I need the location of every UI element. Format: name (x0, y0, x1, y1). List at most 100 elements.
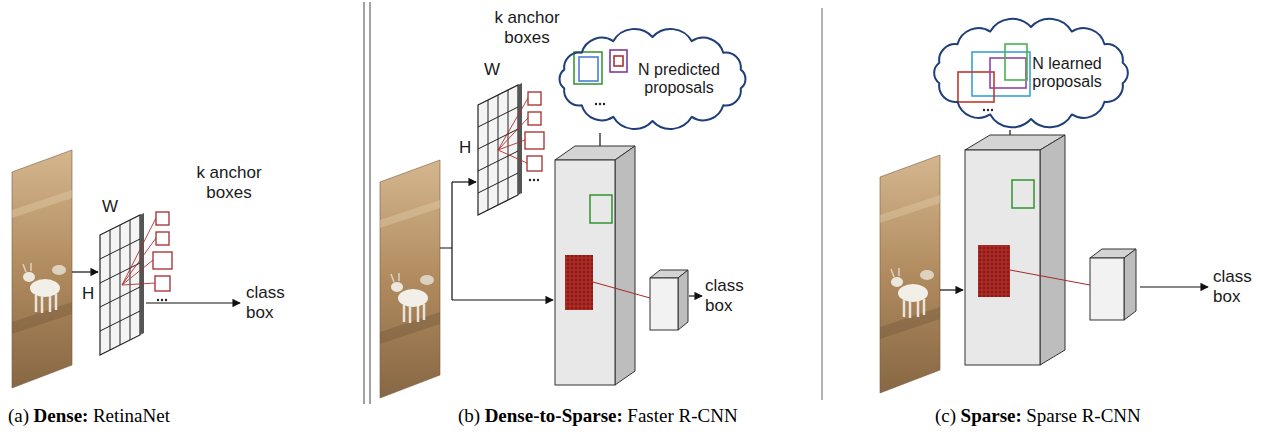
roi-block (1040, 135, 1065, 365)
head-block (678, 270, 688, 330)
arrow (72, 272, 240, 303)
input-image (12, 150, 72, 388)
arrow (940, 287, 1208, 290)
proposal-boxes (603, 103, 605, 105)
feature-grid (140, 213, 144, 335)
anchor-boxes (529, 179, 531, 181)
arrow (72, 271, 98, 272)
anchor-boxes (165, 299, 167, 301)
proposal-boxes (990, 58, 1026, 88)
anchor-boxes (525, 132, 544, 149)
roi-block (965, 130, 1090, 365)
head-block (1124, 249, 1136, 320)
anchor-boxes (498, 98, 528, 163)
arrow (1140, 286, 1208, 287)
arrow (440, 182, 452, 300)
roi-block (555, 160, 615, 385)
caption-part: RetinaNet (93, 405, 170, 427)
cloud-outline (925, 16, 1137, 130)
proposal-cloud: N predicted proposals (550, 26, 755, 132)
anchor-boxes (498, 92, 544, 181)
caption-part: Sparse: (961, 405, 1022, 427)
anchor-label: k anchor boxes (488, 8, 566, 47)
roi-block (615, 146, 635, 385)
anchor-boxes (528, 112, 541, 125)
anchor-boxes (153, 252, 172, 269)
head-block (1090, 258, 1124, 320)
anchor-boxes (155, 276, 170, 291)
proposal-boxes (983, 109, 985, 111)
caption-part: Sparse R-CNN (1026, 405, 1141, 427)
proposal-cloud: N learned proposals (925, 16, 1137, 130)
caption-part: (c) (935, 405, 956, 427)
input-image (12, 150, 72, 388)
arrow (452, 181, 476, 182)
roi-block (593, 282, 650, 298)
proposal-boxes (599, 103, 601, 105)
proposal-boxes (958, 44, 1030, 111)
roi-block (978, 245, 1010, 297)
proposal-boxes (595, 103, 597, 105)
roi-block (590, 195, 612, 223)
anchor-boxes (122, 212, 172, 301)
caption: (a)Dense:RetinaNet (8, 405, 170, 427)
roi-block (565, 255, 593, 310)
anchor-boxes (156, 212, 169, 225)
caption-part: Dense: (34, 405, 89, 427)
anchor-boxes (161, 299, 163, 301)
head-block (1090, 249, 1136, 320)
arrow (146, 302, 240, 303)
head-block (650, 278, 678, 330)
feature-grid (518, 83, 522, 195)
head-block (650, 270, 688, 330)
axis-letter: W (484, 60, 500, 80)
arrow (940, 289, 963, 290)
axis-letter: H (82, 284, 94, 304)
proposal-boxes (614, 56, 623, 66)
roi-block (1012, 180, 1034, 208)
cloud-outline (934, 19, 1128, 127)
feature-grid (100, 220, 140, 350)
anchor-boxes (528, 92, 541, 105)
cloud-outline (560, 29, 746, 129)
proposal-boxes (958, 72, 994, 102)
roi-block (965, 150, 1040, 365)
arrow (440, 182, 702, 300)
anchor-boxes (156, 232, 169, 245)
anchor-boxes (537, 179, 539, 181)
cloud-label: N predicted proposals (635, 61, 723, 98)
output-label: class box (1213, 267, 1252, 306)
anchor-boxes (122, 218, 156, 285)
caption: (b)Dense-to-Sparse:Faster R-CNN (458, 405, 738, 427)
output-label: class box (705, 276, 744, 315)
proposal-boxes (1005, 44, 1027, 80)
anchor-boxes (157, 299, 159, 301)
output-label: class box (246, 283, 285, 322)
caption-part: (a) (8, 405, 29, 427)
panel-divider (364, 2, 822, 404)
feature-grid (100, 215, 140, 355)
roi-block (555, 133, 650, 385)
proposal-boxes (987, 109, 989, 111)
anchor-label: k anchor boxes (190, 163, 268, 202)
input-image (380, 160, 440, 398)
input-image (880, 155, 940, 393)
cloud-label: N learned proposals (1029, 55, 1105, 92)
proposal-boxes (579, 57, 598, 81)
arrow (452, 299, 553, 300)
panel-divider (364, 2, 365, 404)
proposal-boxes (574, 50, 627, 105)
roi-block (1010, 270, 1090, 285)
caption-part: Faster R-CNN (627, 405, 737, 427)
caption-part: Dense-to-Sparse: (485, 405, 623, 427)
proposal-boxes (991, 109, 993, 111)
input-image (880, 155, 940, 393)
axis-letter: W (102, 197, 118, 217)
caption: (c)Sparse:Sparse R-CNN (935, 405, 1141, 427)
arrow (689, 295, 702, 296)
anchor-boxes (527, 156, 542, 171)
panel-divider (370, 2, 371, 404)
input-image (380, 160, 440, 398)
panel-divider (822, 8, 823, 400)
